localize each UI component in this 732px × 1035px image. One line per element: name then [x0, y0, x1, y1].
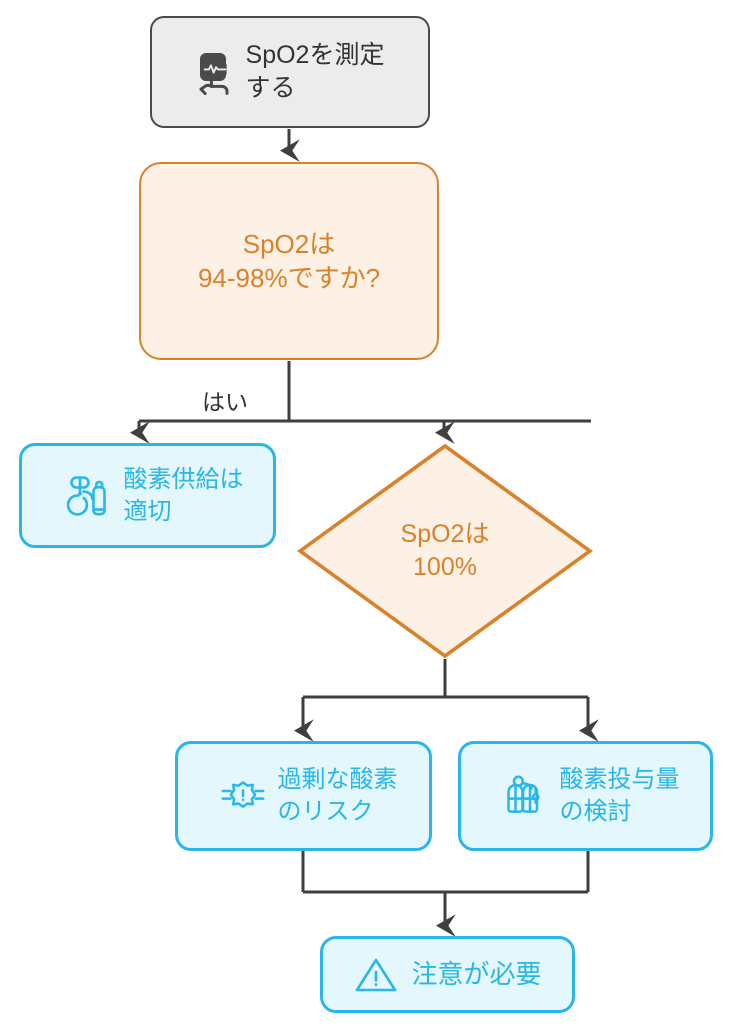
edge-diamond-to-outcomes — [294, 659, 599, 743]
node-caution-required-label: 注意が必要 — [411, 959, 542, 990]
edge-outcomes-to-caution — [301, 851, 590, 938]
node-oxygen-dose-review-label: 酸素投与量 の検討 — [559, 766, 680, 825]
node-spo2-range-question[interactable]: SpO2は 94-98%ですか? — [139, 162, 439, 360]
node-oxygen-supply-adequate-label: 酸素供給は 適切 — [123, 465, 244, 525]
oxygen-mask-icon — [66, 473, 112, 519]
node-measure-spo2[interactable]: SpO2を測定 する — [150, 16, 430, 128]
node-measure-spo2-label: SpO2を測定 する — [245, 41, 385, 102]
node-excess-oxygen-risk-label: 過剰な酸素 のリスク — [277, 766, 398, 825]
node-excess-oxygen-risk[interactable]: 過剰な酸素 のリスク — [175, 741, 432, 851]
edge-label-yes: はい — [199, 383, 251, 417]
oxygen-cylinders-icon — [502, 773, 548, 819]
pulse-oximeter-icon — [196, 49, 234, 96]
node-oxygen-dose-review[interactable]: 酸素投与量 の検討 — [458, 741, 713, 851]
diamond-shape — [297, 443, 593, 659]
node-spo2-range-question-label: SpO2は 94-98%ですか? — [197, 228, 381, 293]
hazard-alert-icon — [220, 774, 266, 818]
warning-triangle-icon — [353, 954, 399, 996]
node-caution-required[interactable]: 注意が必要 — [320, 936, 575, 1013]
node-spo2-100-decision-label: SpO2は 100% — [400, 520, 490, 581]
node-spo2-100-decision[interactable]: SpO2は 100% — [297, 443, 593, 659]
node-oxygen-supply-adequate[interactable]: 酸素供給は 適切 — [19, 443, 276, 548]
